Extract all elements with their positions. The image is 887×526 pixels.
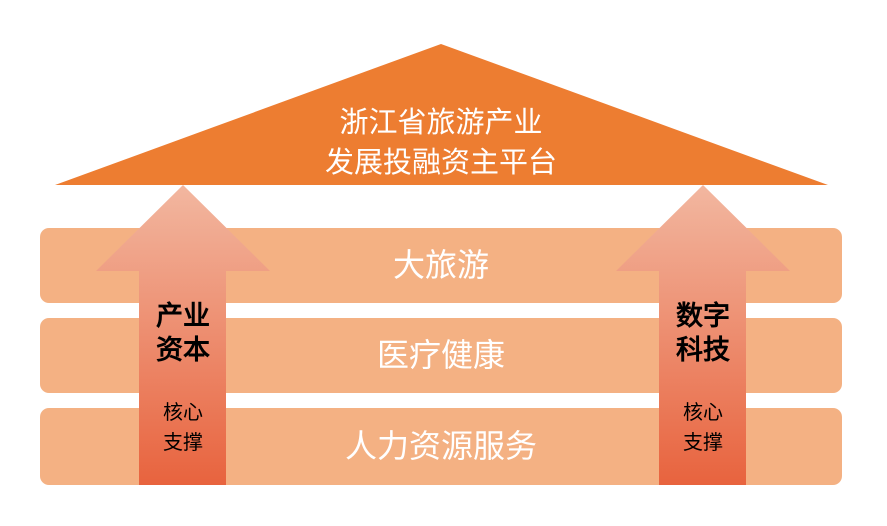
right-arrow-subtitle: 核心 支撑: [659, 397, 747, 457]
layer-label-hr: 人力资源服务: [344, 427, 537, 465]
roof-title-line2: 发展投融资主平台: [324, 145, 557, 179]
layer-label-health: 医疗健康: [376, 336, 505, 374]
right-arrow-subtitle-line1: 核心: [683, 400, 723, 424]
right-up-arrow: [616, 185, 790, 485]
right-arrow-subtitle-line2: 支撑: [683, 430, 723, 454]
layer-bar-2: [40, 318, 842, 393]
right-arrow-title-line2: 科技: [676, 335, 730, 366]
left-up-arrow: [96, 185, 270, 485]
roof-title-line1: 浙江省旅游产业: [339, 105, 543, 139]
roof-title: 浙江省旅游产业 发展投融资主平台: [241, 102, 641, 182]
left-arrow-title-line2: 资本: [156, 335, 210, 366]
layer-bar-3: [40, 408, 842, 485]
roof-triangle: [55, 44, 828, 185]
left-arrow-title: 产业 资本: [139, 300, 227, 368]
layer-label-tourism: 大旅游: [392, 246, 489, 284]
right-arrow-title: 数字 科技: [659, 300, 747, 368]
left-arrow-subtitle-line2: 支撑: [163, 430, 203, 454]
left-arrow-subtitle-line1: 核心: [163, 400, 203, 424]
left-arrow-subtitle: 核心 支撑: [139, 397, 227, 457]
right-arrow-title-line1: 数字: [676, 301, 730, 332]
left-arrow-title-line1: 产业: [156, 301, 210, 332]
